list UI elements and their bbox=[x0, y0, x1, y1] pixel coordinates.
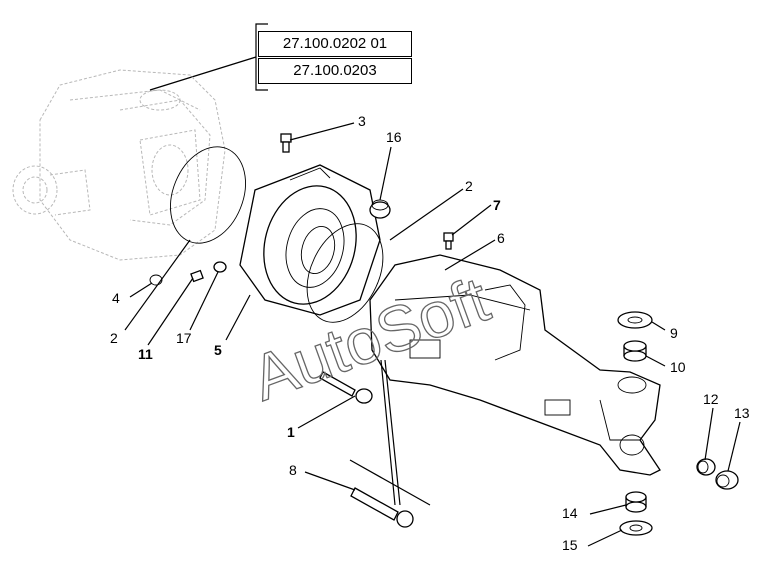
washer-part-17 bbox=[213, 261, 227, 273]
reference-bracket bbox=[255, 23, 268, 91]
callout-5: 5 bbox=[214, 342, 222, 358]
callout-17: 17 bbox=[176, 330, 192, 346]
callout-13: 13 bbox=[734, 405, 750, 421]
washer-part-15-hole bbox=[629, 524, 643, 532]
callout-6: 6 bbox=[497, 230, 505, 246]
reference-leader-line bbox=[149, 56, 257, 91]
callout-14: 14 bbox=[562, 505, 578, 521]
reference-number-box-1: 27.100.0202 01 bbox=[258, 31, 412, 57]
plug-part-16 bbox=[369, 199, 391, 219]
transmission-housing-ghost bbox=[12, 69, 226, 261]
callout-9: 9 bbox=[670, 325, 678, 341]
callout-1: 1 bbox=[287, 424, 295, 440]
washer-part-9 bbox=[617, 311, 653, 329]
axle-housing-part-6 bbox=[369, 254, 661, 476]
reference-number-box-2: 27.100.0203 bbox=[258, 58, 412, 84]
callout-2-right: 2 bbox=[465, 178, 473, 194]
callout-labels: 3 16 2 7 6 4 2 11 17 5 1 8 9 10 12 13 14… bbox=[110, 113, 750, 553]
bolt-part-7 bbox=[443, 232, 454, 250]
small-o-ring bbox=[149, 274, 163, 286]
bushing-part-12 bbox=[696, 458, 716, 476]
callout-15: 15 bbox=[562, 537, 578, 553]
callout-12: 12 bbox=[703, 391, 719, 407]
leader-lines bbox=[124, 122, 741, 547]
callout-3: 3 bbox=[358, 113, 366, 129]
washer-part-15 bbox=[619, 520, 653, 536]
callout-8: 8 bbox=[289, 462, 297, 478]
bolt-part-8 bbox=[350, 487, 414, 528]
callout-11: 11 bbox=[138, 346, 153, 362]
bushing-part-10 bbox=[623, 340, 647, 362]
cap-part-13 bbox=[715, 470, 739, 490]
callout-4: 4 bbox=[112, 290, 120, 306]
washer-part-9-hole bbox=[627, 316, 643, 324]
screw-part-3 bbox=[280, 133, 292, 153]
bushing-part-14 bbox=[625, 491, 647, 513]
callout-7: 7 bbox=[493, 197, 501, 213]
plug-part-11 bbox=[190, 269, 204, 283]
callout-2-left: 2 bbox=[110, 330, 118, 346]
callout-16: 16 bbox=[386, 129, 402, 145]
hub-carrier-part-5 bbox=[239, 164, 381, 316]
callout-10: 10 bbox=[670, 359, 686, 375]
bolt-part-1 bbox=[319, 371, 373, 404]
o-ring-right bbox=[306, 223, 384, 323]
